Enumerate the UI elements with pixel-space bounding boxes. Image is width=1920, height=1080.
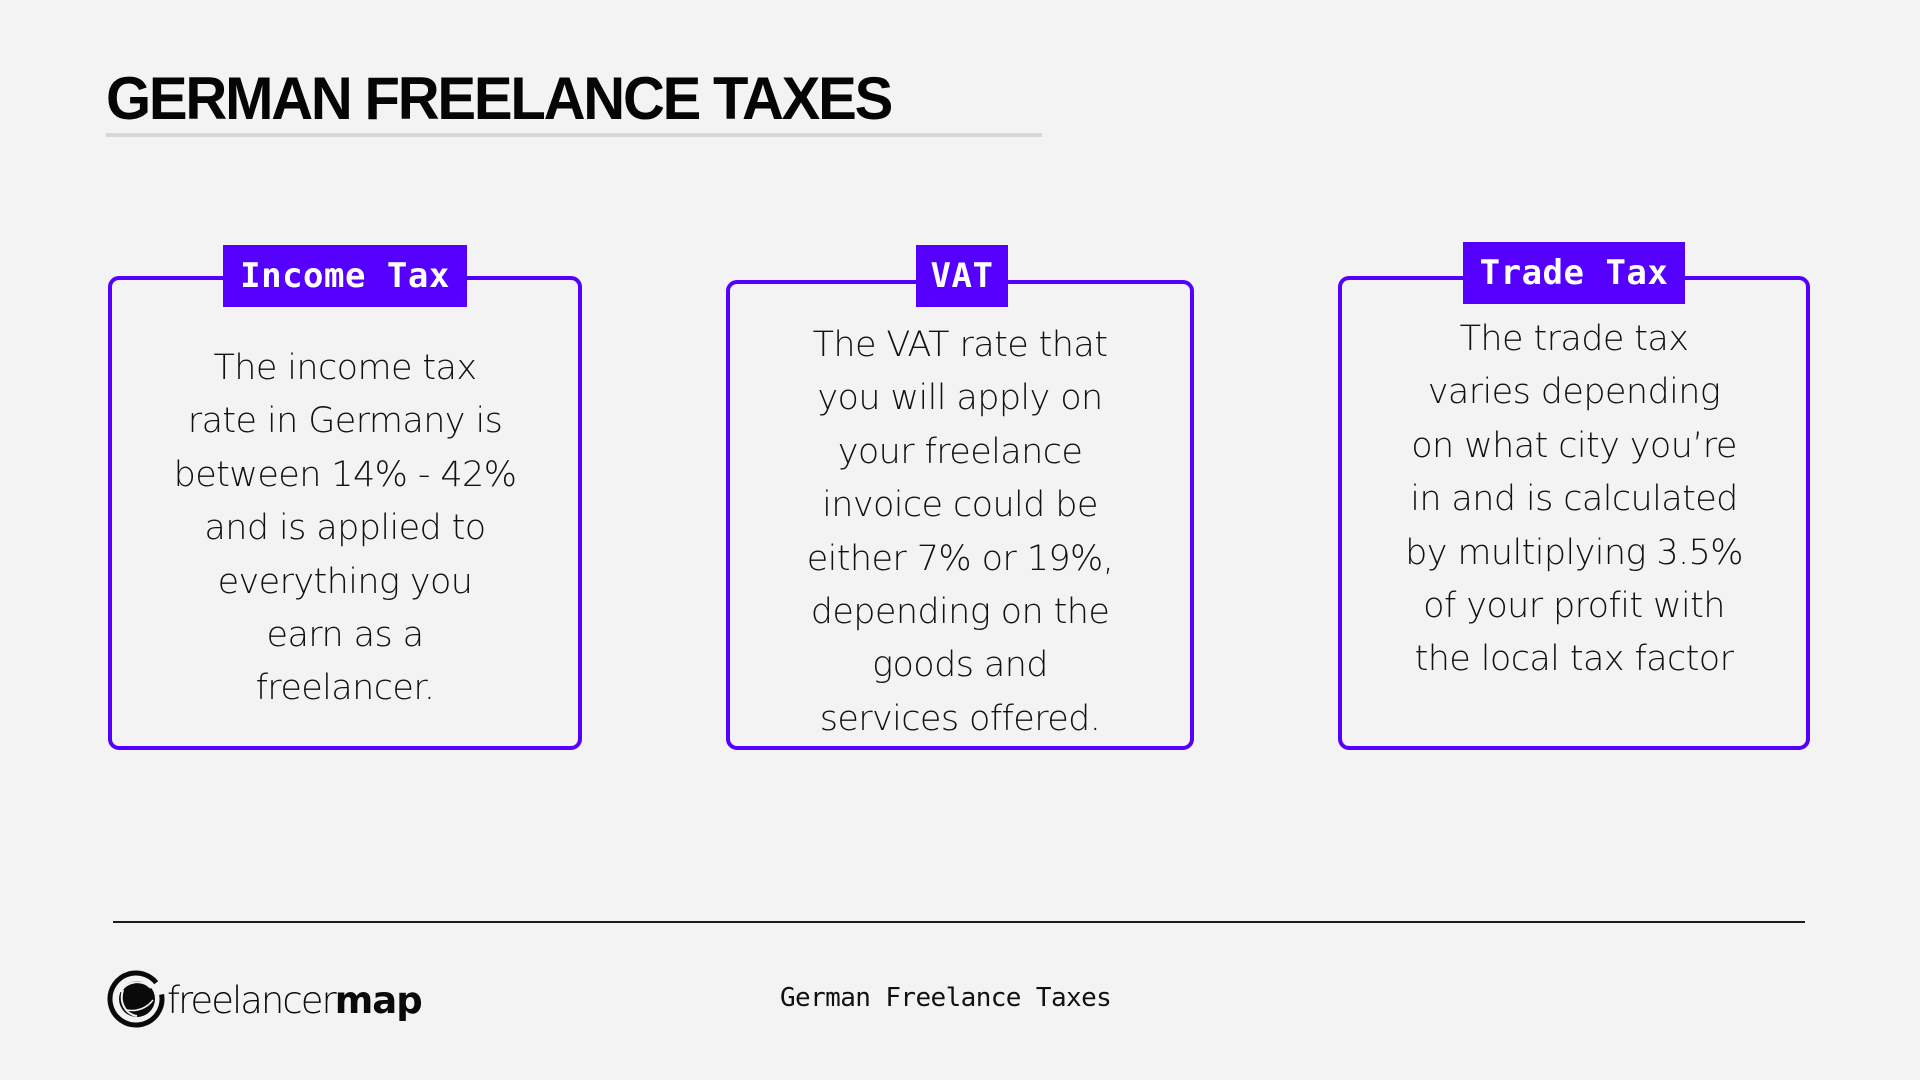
page-title: GERMAN FREELANCE TAXES (106, 65, 893, 133)
card-text-line: varies depending (1427, 372, 1721, 413)
card-income-tax-body: The income tax rate in Germany is betwee… (112, 342, 578, 716)
card-text-line: services offered. (819, 698, 1101, 739)
badge-trade-tax: Trade Tax (1463, 242, 1685, 304)
card-trade-tax: The trade tax varies depending on what c… (1338, 276, 1810, 750)
card-text-line: earn as a (266, 615, 425, 656)
card-text-line: by multiplying 3.5% (1405, 532, 1743, 573)
card-text-line: either 7% or 19%, (806, 538, 1114, 579)
card-text-line: your freelance (837, 431, 1083, 472)
freelancermap-logo: freelancermap (107, 968, 423, 1030)
card-trade-tax-body: The trade tax varies depending on what c… (1342, 313, 1806, 687)
card-text-line: of your profit with (1423, 586, 1725, 627)
logo-wordmark: freelancermap (167, 978, 423, 1022)
logo-text-bold: map (334, 978, 423, 1022)
freelancermap-logo-icon (107, 970, 165, 1028)
card-text-line: the local tax factor (1414, 639, 1734, 680)
card-text-line: you will apply on (817, 378, 1103, 419)
card-text-line: depending on the (810, 592, 1110, 633)
card-text-line: everything you (217, 561, 473, 602)
card-text-line: between 14% - 42% (173, 454, 517, 495)
card-text-line: rate in Germany is (187, 401, 503, 442)
card-text-line: The trade tax (1459, 319, 1689, 359)
card-text-line: The income tax (213, 348, 477, 388)
card-vat: The VAT rate that you will apply on your… (726, 280, 1194, 750)
card-text-line: invoice could be (822, 485, 1098, 526)
card-text-line: freelancer. (255, 668, 435, 709)
badge-income-tax: Income Tax (223, 245, 467, 307)
card-text-line: in and is calculated (1410, 479, 1738, 520)
card-text-line: and is applied to (204, 508, 486, 549)
badge-vat: VAT (916, 245, 1008, 307)
title-underline (106, 133, 1042, 137)
card-text-line: on what city you’re (1411, 425, 1737, 466)
card-vat-body: The VAT rate that you will apply on your… (730, 319, 1190, 746)
footer-caption: German Freelance Taxes (780, 983, 1112, 1013)
card-income-tax: The income tax rate in Germany is betwee… (108, 276, 582, 750)
footer-divider (113, 921, 1805, 923)
card-text-line: goods and (872, 645, 1048, 686)
card-text-line: The VAT rate that (812, 325, 1108, 365)
logo-text-light: freelancer (167, 978, 337, 1022)
